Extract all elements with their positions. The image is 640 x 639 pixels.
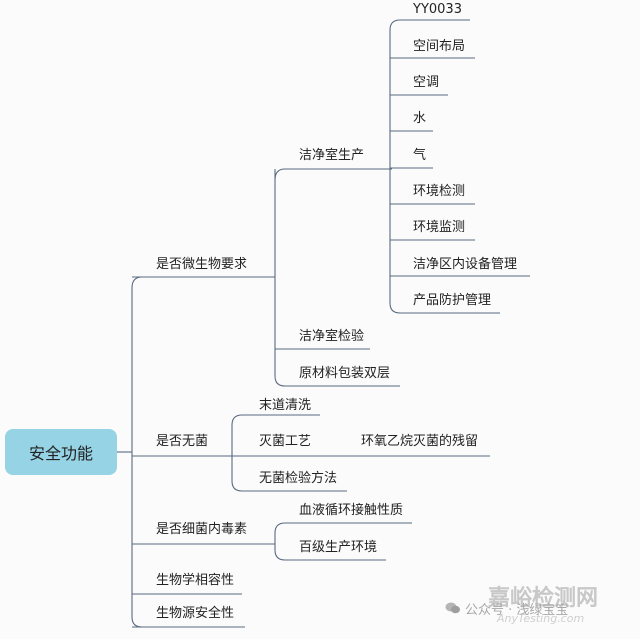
- node-endotoxin[interactable]: 是否细菌内毒素: [156, 522, 248, 537]
- node-space-layout[interactable]: 空间布局: [413, 39, 466, 54]
- node-product-protection[interactable]: 产品防护管理: [413, 293, 492, 308]
- wechat-icon: [445, 600, 461, 614]
- watermark-site: AnyTesting.com: [497, 612, 585, 625]
- node-raw-material-packaging[interactable]: 原材料包装双层: [299, 366, 391, 381]
- root-node[interactable]: 安全功能: [5, 429, 117, 475]
- watermark-account: 公众号 · 浅绿宝宝: [465, 603, 569, 618]
- node-sterile[interactable]: 是否无菌: [156, 434, 209, 449]
- node-sterilization-process[interactable]: 灭菌工艺: [259, 434, 312, 449]
- node-blood-circulation-contact[interactable]: 血液循环接触性质: [299, 503, 404, 518]
- node-gas[interactable]: 气: [413, 148, 427, 163]
- node-clean-production[interactable]: 洁净室生产: [299, 148, 365, 163]
- watermark-brand: 嘉峪检测网: [488, 586, 599, 611]
- node-yy0033[interactable]: YY0033: [413, 2, 462, 17]
- node-class100-environment[interactable]: 百级生产环境: [299, 540, 378, 555]
- node-eo-residue[interactable]: 环氧乙烷灭菌的残留: [361, 434, 479, 449]
- node-air-conditioning[interactable]: 空调: [413, 75, 440, 90]
- node-clean-inspection[interactable]: 洁净室检验: [299, 329, 365, 344]
- node-final-cleaning[interactable]: 末道清洗: [259, 398, 312, 413]
- node-environment-testing[interactable]: 环境检测: [413, 184, 466, 199]
- node-environment-monitoring[interactable]: 环境监测: [413, 220, 466, 235]
- node-water[interactable]: 水: [413, 111, 427, 126]
- node-microbial-requirement[interactable]: 是否微生物要求: [156, 257, 248, 272]
- node-clean-area-equipment[interactable]: 洁净区内设备管理: [413, 257, 518, 272]
- node-biocompatibility[interactable]: 生物学相容性: [156, 573, 235, 588]
- node-sterility-test-method[interactable]: 无菌检验方法: [259, 471, 338, 486]
- node-biosource-safety[interactable]: 生物源安全性: [156, 606, 235, 621]
- root-label: 安全功能: [28, 444, 93, 463]
